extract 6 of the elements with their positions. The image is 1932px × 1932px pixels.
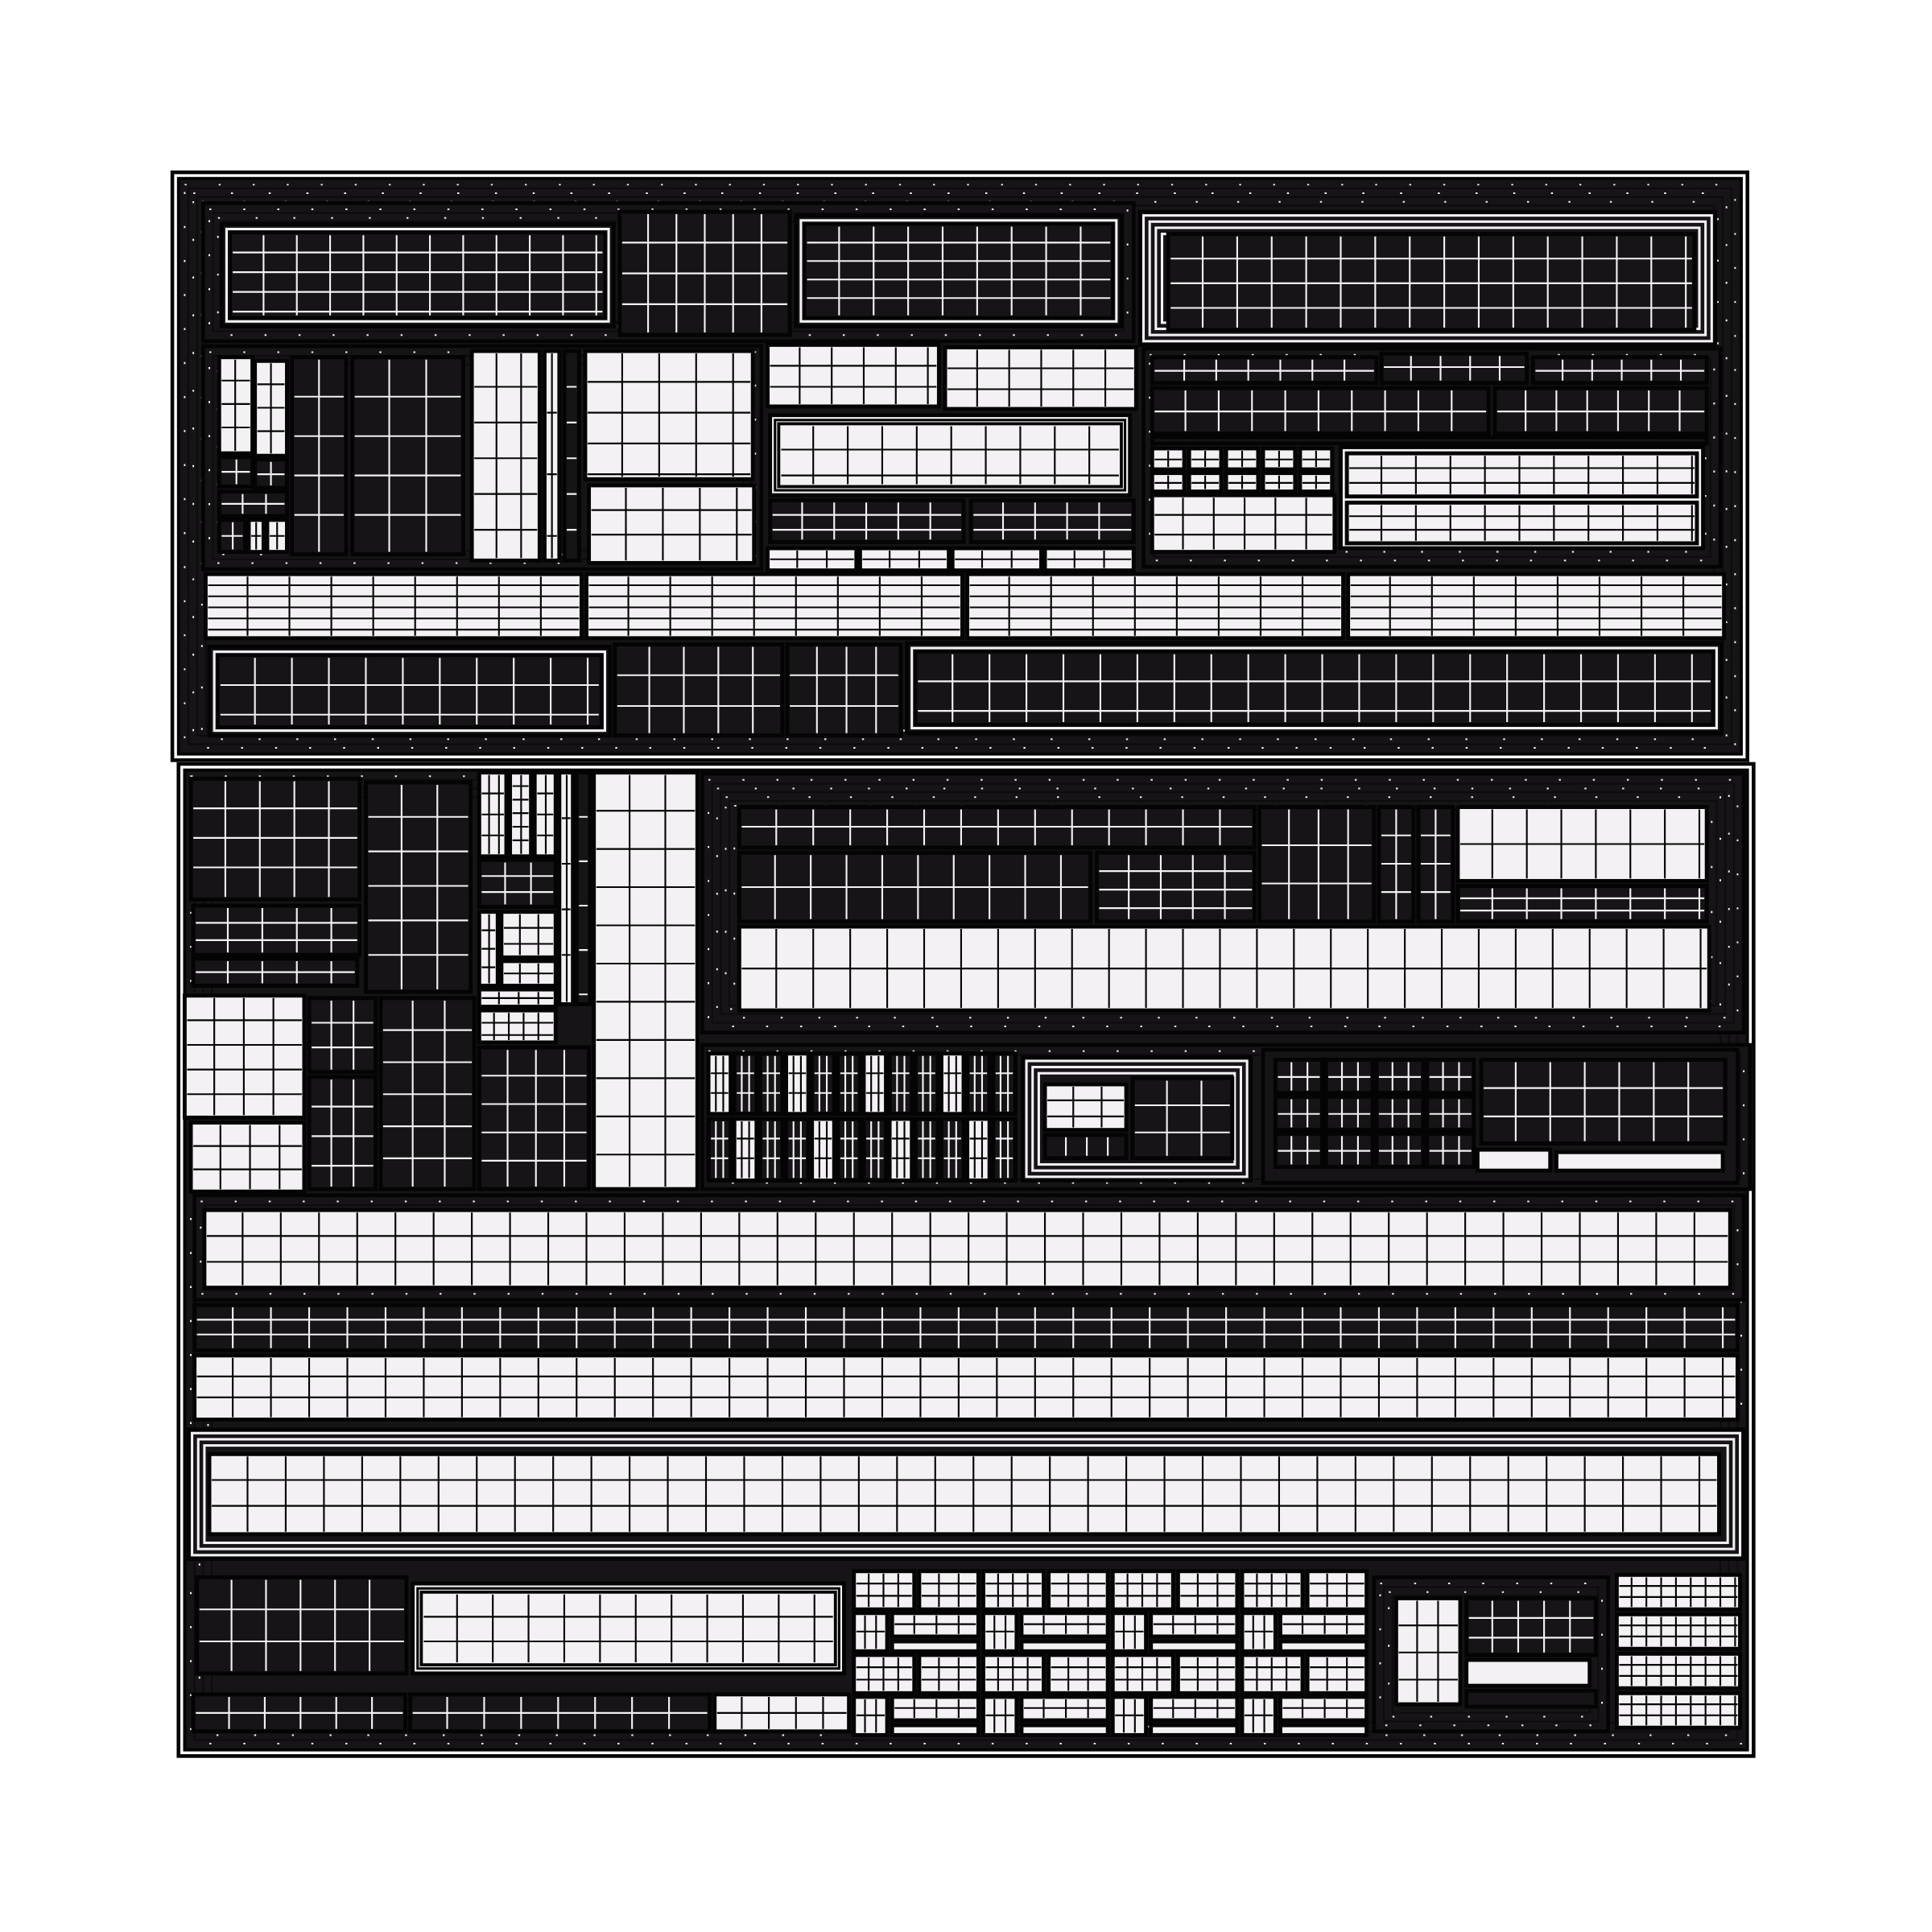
grid-block: [617, 209, 792, 337]
ticked-panel: [201, 201, 1136, 344]
framed-grid-block: [794, 213, 1124, 328]
grid-block: [1166, 232, 1697, 332]
framed-grid-block: [219, 221, 616, 328]
ringed-frame: [1137, 209, 1718, 347]
